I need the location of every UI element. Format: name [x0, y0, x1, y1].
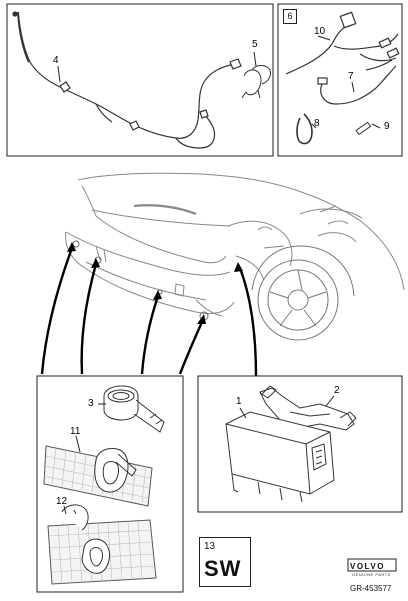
callout-4: 4 — [53, 55, 59, 66]
code-label: SW — [204, 556, 242, 581]
callout-6: 6 — [283, 9, 297, 24]
callout-12: 12 — [56, 496, 68, 507]
callout-11: 11 — [70, 426, 81, 437]
leader-9 — [371, 123, 381, 129]
holder-part11 — [43, 445, 153, 507]
callout-3: 3 — [88, 398, 94, 409]
callout-8: 8 — [314, 118, 320, 129]
callout-1: 1 — [236, 396, 242, 407]
pointer-arrowheads — [67, 242, 243, 324]
wiring-harness — [12, 11, 242, 149]
leader-10 — [317, 35, 331, 41]
sensor-position-markers — [72, 240, 209, 321]
callout-10: 10 — [314, 26, 326, 37]
control-module-part1 — [225, 411, 335, 503]
rear-wheel — [251, 245, 355, 341]
harness-panel-frame — [6, 3, 274, 157]
brand-name: VOLVO — [350, 562, 385, 571]
holder-part12 — [47, 504, 157, 585]
cable-part10 — [285, 11, 400, 75]
leader-1 — [239, 407, 247, 419]
u-clip-part8 — [296, 113, 313, 145]
panel-6-frame — [277, 3, 403, 157]
callout-9: 9 — [384, 121, 390, 132]
sensor-panel-frame — [36, 375, 184, 593]
brand-subtitle: GENUINE PARTS — [352, 572, 391, 577]
leader-4 — [57, 65, 61, 83]
pointer-lines — [40, 247, 258, 377]
callout-13: 13 — [204, 541, 216, 552]
leader-12 — [63, 505, 67, 515]
leader-2 — [325, 395, 335, 407]
module-panel-frame — [197, 375, 403, 513]
leader-5 — [253, 51, 257, 67]
code-box: 13 SW — [199, 537, 251, 587]
sensor-part3 — [103, 385, 165, 433]
pin-part9 — [355, 121, 372, 136]
leader-11 — [75, 435, 81, 453]
drawing-reference: GR-453577 — [350, 584, 392, 593]
cable-part7 — [317, 59, 397, 105]
car-rear-drawing — [65, 172, 405, 317]
callout-5: 5 — [252, 39, 258, 50]
leader-8 — [311, 123, 317, 129]
volvo-logo-mark — [347, 558, 397, 572]
callout-2: 2 — [334, 385, 340, 396]
connector-bracket-part5 — [241, 65, 271, 99]
leader-7 — [351, 81, 355, 93]
callout-7: 7 — [348, 71, 354, 82]
